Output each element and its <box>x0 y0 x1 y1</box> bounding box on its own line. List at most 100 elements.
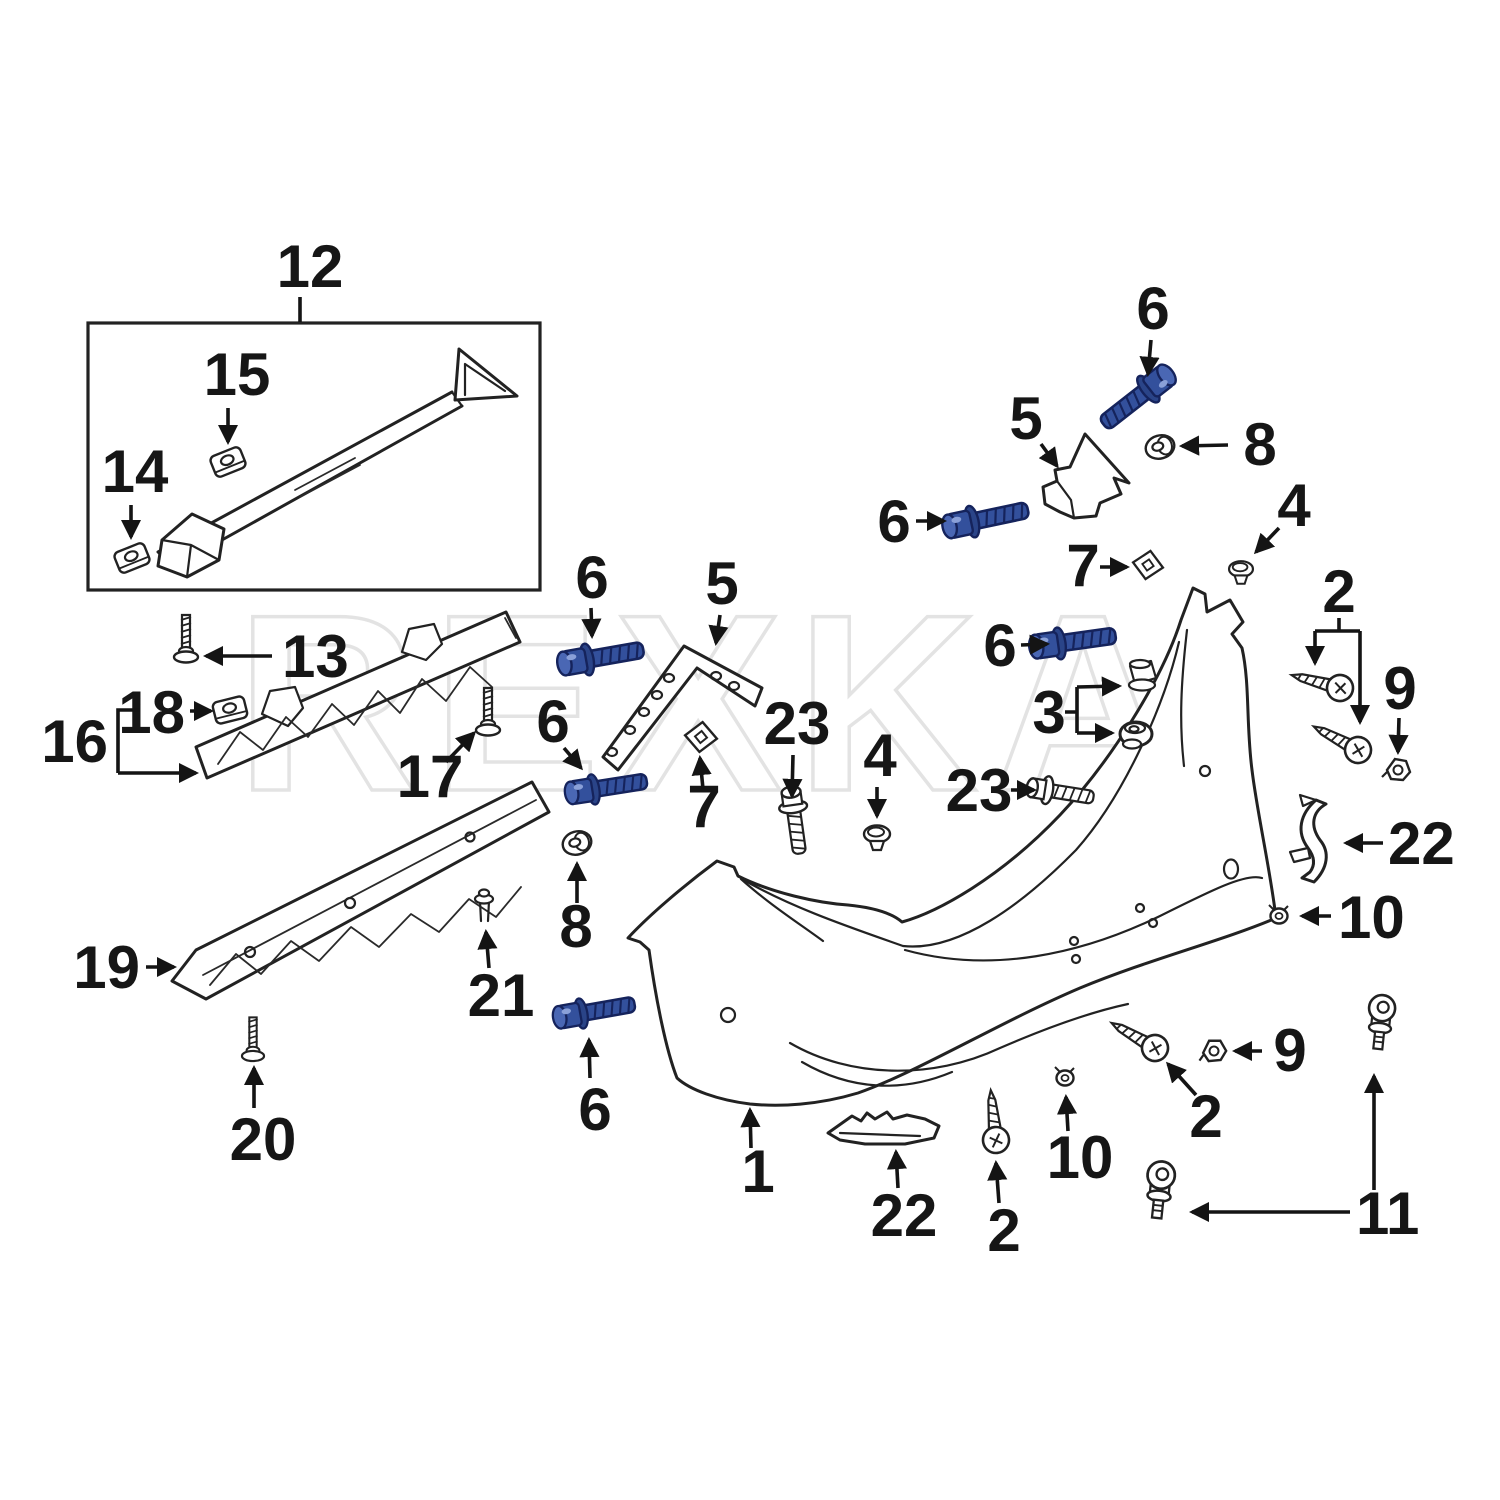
part-11-eyebolt <box>1141 1158 1178 1221</box>
callout-5-label: 5 <box>1009 385 1042 452</box>
callout-22-bottom: 22 <box>871 1148 938 1249</box>
callout-7-label: 7 <box>1066 532 1099 599</box>
callout-5-right: 5 <box>1009 385 1059 469</box>
part-12-side-sill-box <box>86 321 542 592</box>
callout-16: 16 <box>41 708 200 784</box>
part-4-grommet <box>862 824 892 852</box>
part-10-clip <box>1267 903 1290 925</box>
callout-18-label: 18 <box>118 679 185 746</box>
bumper-right-fold-line <box>1180 628 1189 768</box>
callout-6-label: 6 <box>578 1076 611 1143</box>
callout-4-right: 4 <box>1253 472 1311 555</box>
callout-7-center: 7 <box>687 754 721 840</box>
callout-9-label: 9 <box>1383 655 1416 722</box>
part-5-side-bracket <box>1041 432 1131 520</box>
callout-11-label: 11 <box>1356 1180 1419 1247</box>
callout-2-top-right: 2 <box>1304 558 1371 726</box>
callout-15-label: 15 <box>204 341 271 408</box>
callout-19: 19 <box>73 934 178 1001</box>
bumper-hole <box>1147 917 1159 929</box>
callout-16-label: 16 <box>41 708 108 775</box>
callout-17: 17 <box>397 730 477 810</box>
part-21-push-pin <box>473 888 495 923</box>
part-15-clip-nut <box>207 444 249 480</box>
callout-6-center-mid: 6 <box>536 688 583 771</box>
callout-2-label: 2 <box>1322 558 1355 625</box>
callout-1: 1 <box>740 1106 775 1205</box>
part-3-stud <box>1127 658 1158 692</box>
callout-23-label: 23 <box>764 690 831 757</box>
part-6-bolt <box>549 987 639 1035</box>
callout-22-label: 22 <box>1388 810 1455 877</box>
callout-6-label: 6 <box>983 612 1016 679</box>
callout-10-bottom: 10 <box>1047 1093 1114 1191</box>
callout-2-label: 2 <box>987 1197 1020 1264</box>
part-12-frame <box>86 321 542 592</box>
callout-4-label: 4 <box>863 722 897 789</box>
callout-5-label: 5 <box>705 550 738 617</box>
callout-6-label: 6 <box>877 488 910 555</box>
bumper-hole <box>1070 953 1082 965</box>
callout-23-label: 23 <box>946 757 1013 824</box>
bumper-lower-recess-lower <box>800 1060 954 1087</box>
bumper-sensor-hole <box>1198 764 1212 778</box>
callout-1-label: 1 <box>741 1138 774 1205</box>
part-19-under-cover <box>170 780 551 1001</box>
callout-12: 12 <box>277 233 344 322</box>
part-16-bumper-retainer <box>194 610 522 780</box>
callout-8-left: 8 <box>559 860 593 960</box>
callout-6-top-right: 6 <box>1136 275 1170 378</box>
part-6-bolt <box>938 492 1033 545</box>
callout-2-bottom: 2 <box>987 1159 1021 1264</box>
part-6-bolt <box>1092 356 1184 439</box>
callout-10-label: 10 <box>1338 884 1405 951</box>
callout-2-bottom-right: 2 <box>1165 1061 1223 1150</box>
callout-7-right: 7 <box>1066 532 1131 599</box>
part-12-sill-strip <box>156 347 519 579</box>
part-2-screw <box>1306 713 1377 769</box>
part-10-clip <box>1053 1065 1076 1087</box>
callout-10-label: 10 <box>1047 1124 1114 1191</box>
callout-6-center-top: 6 <box>575 544 609 640</box>
callout-13-label: 13 <box>282 623 349 690</box>
callout-22-label: 22 <box>871 1182 938 1249</box>
callout-3: 3 <box>1032 676 1123 746</box>
callout-6-label: 6 <box>575 544 608 611</box>
callout-13: 13 <box>202 623 349 690</box>
callout-14-label: 14 <box>102 438 169 505</box>
bumper-lower-recess-upper <box>788 1002 1130 1072</box>
callout-12-label: 12 <box>277 233 344 300</box>
bumper-hole <box>1068 935 1080 947</box>
callout-9-label: 9 <box>1273 1017 1306 1084</box>
part-11-eyebolt <box>1363 992 1398 1052</box>
part-22-side-bracket <box>1288 793 1328 884</box>
part-13-screw <box>172 613 200 664</box>
callout-4-label: 4 <box>1277 472 1311 539</box>
callout-5-center: 5 <box>705 550 739 646</box>
callout-6-label: 6 <box>1136 275 1169 342</box>
callout-23-center: 23 <box>764 690 831 800</box>
part-2-screw <box>976 1087 1012 1156</box>
callout-23-right: 23 <box>946 757 1038 824</box>
bumper-left-corner-fold <box>739 877 825 943</box>
callout-19-label: 19 <box>73 934 140 1001</box>
callout-18: 18 <box>118 679 215 746</box>
part-2-screw <box>1287 661 1358 706</box>
callout-6-bottom-left: 6 <box>578 1036 612 1143</box>
part-9-clip <box>1380 757 1412 782</box>
callout-20-label: 20 <box>230 1106 297 1173</box>
part-14-clip-nut <box>111 540 153 576</box>
part-8-nut <box>1141 430 1179 464</box>
part-22-reflector <box>826 1110 941 1146</box>
part-5-center-bracket <box>601 644 764 772</box>
callout-3-label: 3 <box>1032 679 1065 746</box>
callout-9-bottom-right: 9 <box>1231 1017 1307 1084</box>
bumper-sensor-hole <box>719 1006 737 1024</box>
callout-8-label: 8 <box>559 893 592 960</box>
callout-15: 15 <box>204 341 271 446</box>
callout-6-mid-a: 6 <box>877 488 948 555</box>
callout-10-right: 10 <box>1298 884 1405 951</box>
callout-21-label: 21 <box>468 962 535 1029</box>
